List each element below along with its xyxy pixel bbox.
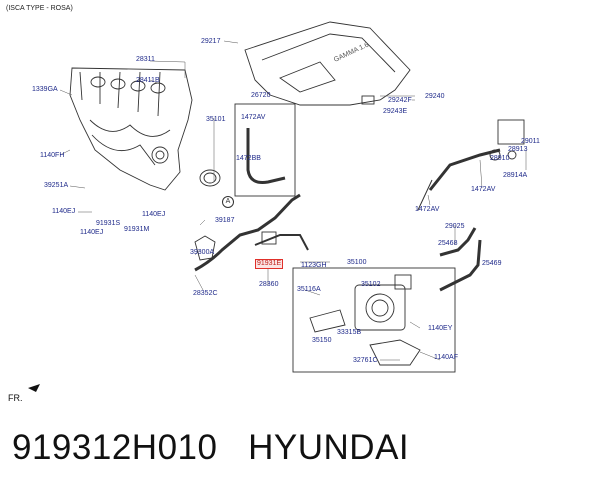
part-label[interactable]: 28910: [490, 155, 510, 162]
part-label[interactable]: 1339GA: [32, 86, 58, 93]
pcv-valve: [497, 119, 525, 145]
throttle-body: [309, 274, 421, 366]
hose-25469: [439, 239, 482, 292]
part-label[interactable]: 28360: [259, 281, 279, 288]
part-label[interactable]: 35102: [361, 281, 381, 288]
part-label[interactable]: 1140EJ: [80, 229, 104, 236]
part-label[interactable]: 39251A: [44, 182, 69, 189]
part-label[interactable]: 28352C: [193, 290, 218, 297]
part-label[interactable]: 1472AV: [471, 186, 496, 193]
part-label[interactable]: 39300A: [190, 249, 215, 256]
part-label[interactable]: 1140EJ: [52, 208, 76, 215]
throttle-body-frame: [292, 267, 456, 373]
part-label[interactable]: 28411B: [136, 77, 160, 84]
part-label[interactable]: 29240: [425, 93, 445, 100]
part-label[interactable]: 33315B: [337, 329, 362, 336]
part-label-highlighted[interactable]: 91931E: [255, 259, 284, 269]
hose-25468: [439, 227, 477, 257]
part-label[interactable]: 35150: [312, 337, 332, 344]
parts-diagram: GAMMA 1.6: [28, 21, 527, 392]
part-label[interactable]: 29025: [445, 223, 465, 230]
part-label[interactable]: 32761C: [353, 357, 378, 364]
part-label[interactable]: 28311: [136, 56, 155, 63]
front-direction-label: FR.: [8, 393, 23, 403]
part-label[interactable]: 1472AV: [241, 114, 266, 121]
diagram-header: (ISCA TYPE - ROSA): [6, 5, 73, 12]
parts-drawing: GAMMA 1.6: [28, 21, 527, 392]
part-label[interactable]: 1123GH: [301, 262, 327, 269]
front-arrow-icon: [28, 384, 40, 392]
part-label[interactable]: 35100: [347, 259, 367, 266]
pcv-hose: [428, 148, 501, 191]
part-number-title: 919312H010 HYUNDAI: [12, 428, 410, 467]
part-label[interactable]: 35116A: [297, 286, 321, 293]
part-label[interactable]: 25468: [438, 240, 458, 247]
part-label[interactable]: 26720: [251, 92, 271, 99]
hose-26720: [246, 128, 286, 184]
part-label[interactable]: 39187: [215, 217, 235, 224]
part-label[interactable]: 29242F: [388, 97, 412, 104]
part-label[interactable]: 1472AV: [415, 206, 440, 213]
part-label[interactable]: 1140EY: [428, 325, 453, 332]
sensor-39300A: [194, 235, 216, 261]
part-label[interactable]: 91931M: [124, 226, 150, 233]
part-label[interactable]: 1140AF: [434, 354, 458, 361]
part-label[interactable]: 1140FH: [40, 152, 65, 159]
part-label[interactable]: 1140EJ: [142, 211, 166, 218]
part-label[interactable]: 28914A: [503, 172, 528, 179]
intake-manifold: [69, 67, 193, 191]
gasket: [199, 169, 221, 187]
water-hose-a: [194, 193, 301, 272]
part-label[interactable]: 91931S: [96, 220, 121, 227]
part-label[interactable]: 35101: [206, 116, 226, 123]
part-label[interactable]: 29217: [201, 38, 221, 45]
part-label[interactable]: 25469: [482, 260, 502, 267]
part-label[interactable]: 29011: [521, 138, 540, 145]
reference-marker: A: [222, 196, 234, 208]
part-label[interactable]: 28913: [508, 146, 528, 153]
part-label[interactable]: 29243E: [383, 108, 408, 115]
part-label[interactable]: 1472BB: [236, 155, 261, 162]
svg-text:GAMMA 1.6: GAMMA 1.6: [333, 41, 370, 63]
